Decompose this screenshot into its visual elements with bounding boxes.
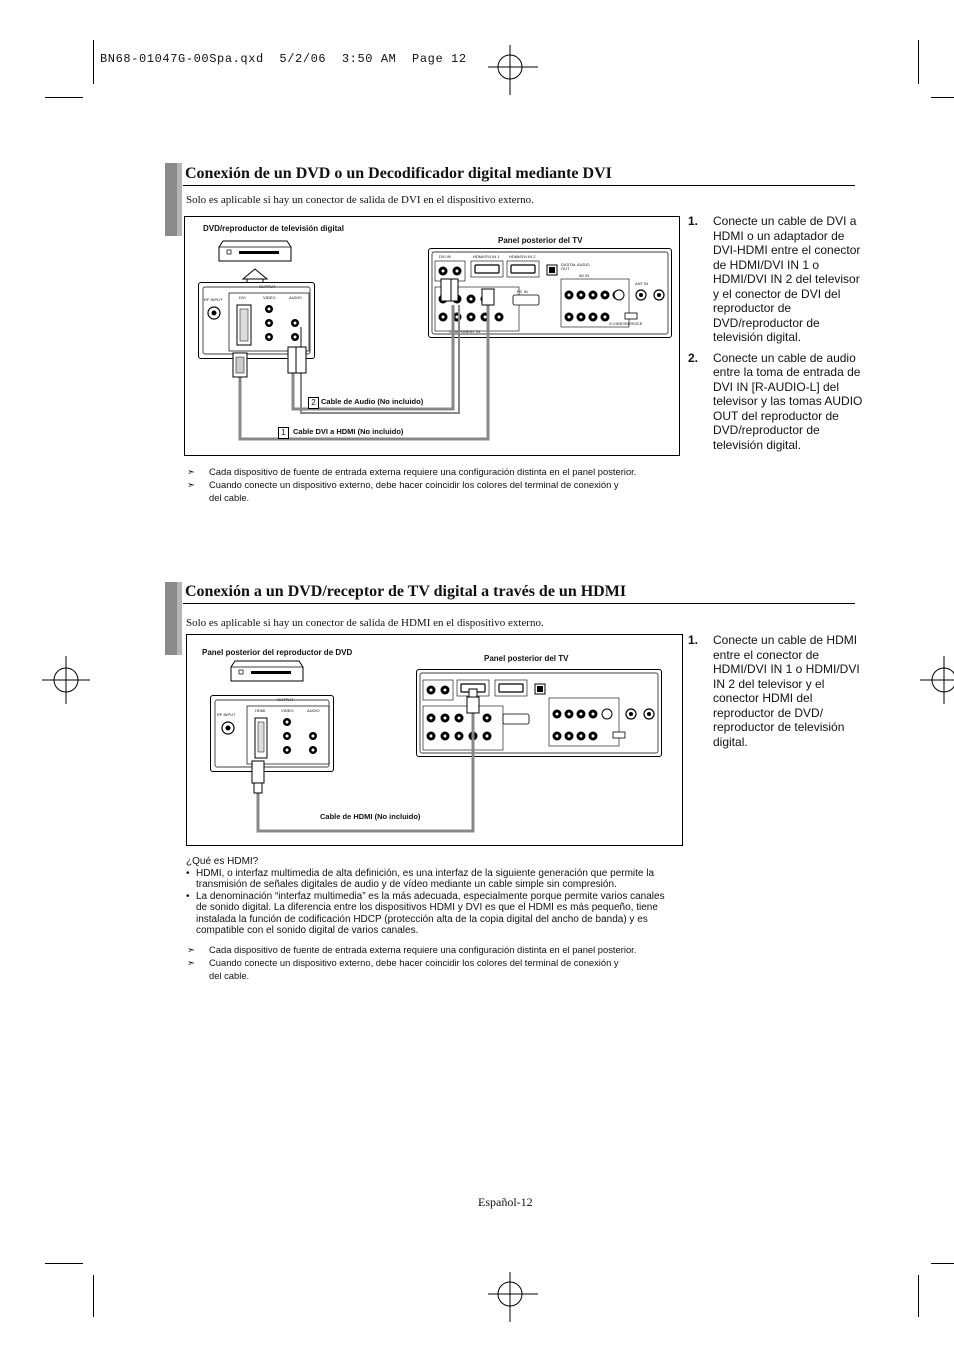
panel-dvi-label: DVI (239, 295, 246, 300)
section2-notes: ➣ Cada dispositivo de fuente de entrada … (187, 943, 677, 982)
note-text: Cada dispositivo de fuente de entrada ex… (209, 466, 637, 477)
section1-rule (183, 185, 855, 186)
registration-mark-bottom (488, 1272, 538, 1322)
note-text: Cuando conecte un dispositivo externo, d… (209, 957, 619, 981)
tv-panel-label: Panel posterior del TV (498, 236, 583, 245)
step-item: 2. Conecte un cable de audio entre la to… (688, 351, 865, 453)
tv-service-label: SERVICE (625, 321, 643, 326)
step-item: 1. Conecte un cable de HDMI entre el con… (688, 633, 865, 749)
tv-panel-label: Panel posterior del TV (484, 654, 569, 663)
tv-svideo-label: S-VIDEO (609, 321, 626, 326)
cable2-number: 2 (308, 397, 319, 409)
device-label: Panel posterior del reproductor de DVD (202, 648, 353, 657)
note-arrow-icon: ➣ (187, 466, 195, 477)
step-number: 1. (688, 214, 699, 228)
step-number: 1. (688, 633, 699, 647)
cable1-number: 1 (278, 427, 289, 439)
tv-optical-label: DIGITAL AUDIO OUT (561, 262, 590, 271)
step-item: 1. Conecte un cable de DVI a HDMI o un a… (688, 214, 865, 345)
section2-bar (165, 582, 177, 655)
bullet-mark: • (186, 890, 190, 902)
step-text: Conecte un cable de DVI a HDMI o un adap… (713, 214, 861, 344)
registration-mark-top (488, 45, 538, 95)
note-arrow-icon: ➣ (187, 944, 195, 955)
note-arrow-icon: ➣ (187, 957, 195, 968)
dvi-connection-diagram: DVD/reproductor de televisión digital Pa… (184, 216, 680, 456)
note-text: Cada dispositivo de fuente de entrada ex… (209, 944, 637, 955)
bullet-text: La denominación “interfaz multimedia” es… (196, 890, 665, 937)
note-item: ➣ Cuando conecte un dispositivo externo,… (187, 956, 677, 982)
device-label: DVD/reproductor de televisión digital (203, 224, 344, 233)
panel-output-label: OUTPUT (277, 697, 294, 702)
registration-mark-right (920, 656, 954, 704)
device-rear-panel: OUTPUT HDMI VIDEO AUDIO RF INPUT (210, 695, 334, 772)
section2-bar-light (177, 582, 182, 655)
panel-rf-label: RF INPUT (204, 297, 223, 302)
panel-rf-label: RF INPUT (217, 712, 236, 717)
tv-av-label: AV IN (579, 273, 590, 278)
dvd-player-icon (230, 660, 304, 682)
tv-ant-label: ANT IN (635, 281, 649, 286)
note-item: ➣ Cada dispositivo de fuente de entrada … (187, 465, 677, 478)
panel-video-label: VIDEO (263, 295, 276, 300)
section1-bar-light (177, 163, 182, 236)
section1-title: Conexión de un DVD o un Decodificador di… (185, 165, 612, 182)
tv-rear-panel: DVI IN HDMI/DVI IN 1 HDMI/DVI IN 2 DIGIT… (428, 248, 672, 338)
panel-output-label: OUTPUT (259, 284, 276, 289)
hdmi-connection-diagram: Panel posterior del reproductor de DVD P… (186, 634, 683, 846)
panel-audio-label: AUDIO (307, 708, 320, 713)
page-number: Español-12 (478, 1195, 533, 1209)
note-item: ➣ Cada dispositivo de fuente de entrada … (187, 943, 677, 956)
step-text: Conecte un cable de HDMI entre el conect… (713, 633, 860, 749)
section1-notes: ➣ Cada dispositivo de fuente de entrada … (187, 465, 677, 504)
bullet-mark: • (186, 867, 190, 879)
step-number: 2. (688, 350, 699, 365)
device-rear-panel: OUTPUT DVI VIDEO AUDIO RF INPUT (198, 282, 315, 359)
note-text: Cuando conecte un dispositivo externo, d… (209, 479, 619, 503)
print-slug: BN68-01047G-00Spa.qxd 5/2/06 3:50 AM Pag… (100, 52, 467, 66)
tv-component-label: COMPONENT IN (449, 329, 481, 334)
section2-rule (183, 603, 855, 604)
tv-hdmi1-label: HDMI/DVI IN 1 (473, 254, 500, 259)
step-text: Conecte un cable de audio entre la toma … (713, 350, 863, 452)
tv-rear-panel (416, 669, 662, 757)
cable2-label: Cable de Audio (No incluido) (321, 397, 424, 406)
hdmi-bullet: • La denominación “interfaz multimedia” … (186, 891, 681, 937)
section1-bar (165, 163, 177, 236)
section1-intro: Solo es aplicable si hay un conector de … (186, 194, 534, 206)
note-item: ➣ Cuando conecte un dispositivo externo,… (187, 478, 677, 504)
tv-pc-label: PC IN (517, 289, 528, 294)
cable1-label: Cable DVI a HDMI (No incluido) (293, 427, 404, 436)
panel-hdmi-label: HDMI (255, 708, 266, 713)
hdmi-bullet: • HDMI, o interfaz multimedia de alta de… (186, 868, 681, 891)
hdmi-cable-label: Cable de HDMI (No incluido) (320, 812, 421, 821)
tv-dvi-label: DVI IN (439, 254, 451, 259)
section2-intro: Solo es aplicable si hay un conector de … (186, 617, 544, 629)
panel-video-label: VIDEO (281, 708, 294, 713)
panel-audio-label: AUDIO (289, 295, 302, 300)
dvi-cable-route (232, 278, 495, 441)
note-arrow-icon: ➣ (187, 479, 195, 490)
section2-title: Conexión a un DVD/receptor de TV digital… (185, 583, 627, 600)
hdmi-cable-route (251, 688, 480, 833)
bullet-text: HDMI, o interfaz multimedia de alta defi… (196, 867, 655, 891)
hdmi-explanation: ¿Qué es HDMI? • HDMI, o interfaz multime… (186, 856, 681, 937)
section1-steps: 1. Conecte un cable de DVI a HDMI o un a… (688, 214, 865, 458)
tv-hdmi2-label: HDMI/DVI IN 2 (509, 254, 536, 259)
section2-steps: 1. Conecte un cable de HDMI entre el con… (688, 633, 865, 755)
registration-mark-left (42, 656, 90, 704)
hdmi-question: ¿Qué es HDMI? (186, 856, 259, 867)
